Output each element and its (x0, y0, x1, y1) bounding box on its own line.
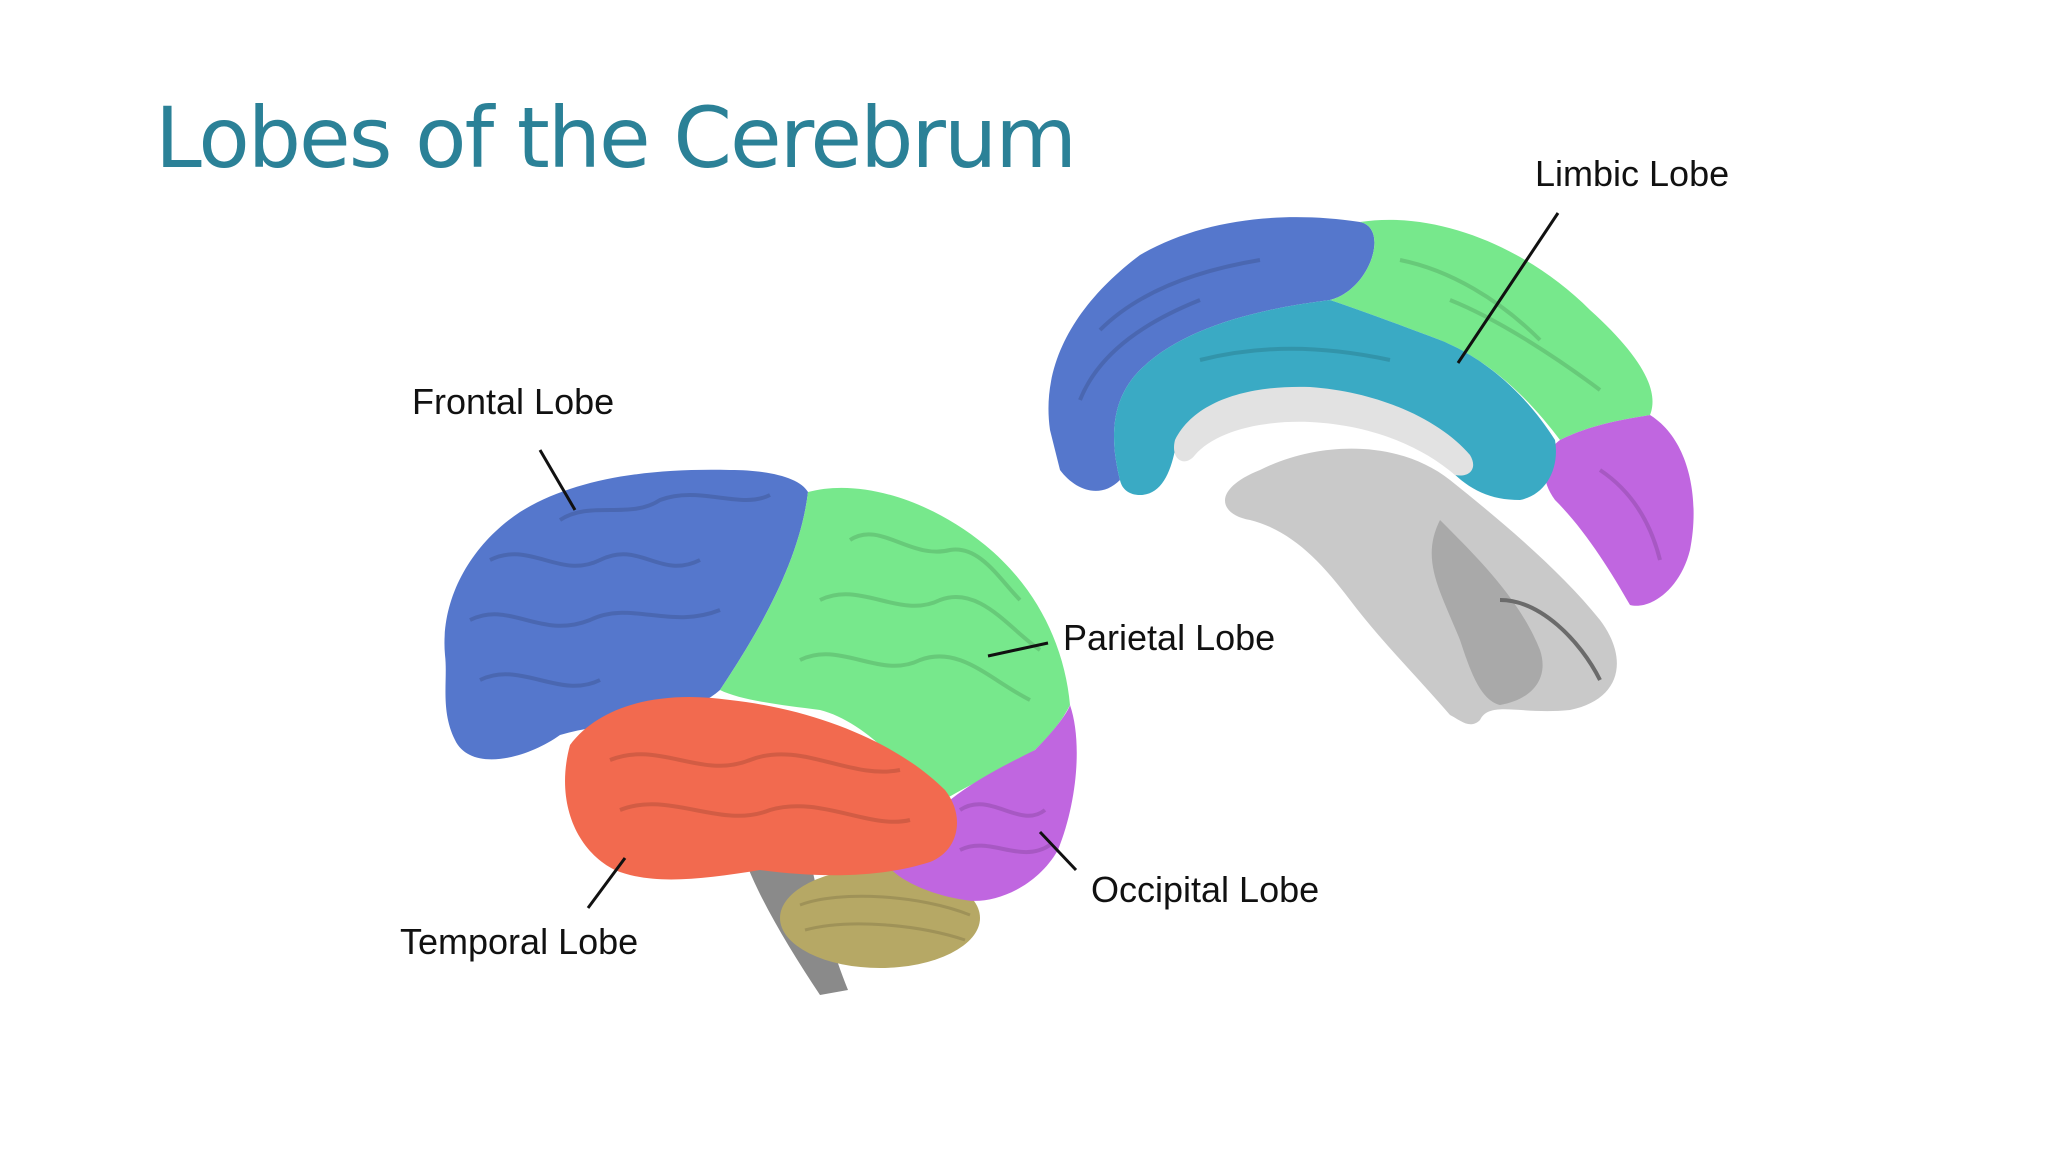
medial-brain-view (1048, 217, 1694, 725)
parietal-lobe-label: Parietal Lobe (1063, 617, 1276, 658)
frontal-lobe-label: Frontal Lobe (412, 381, 615, 422)
medial-gyri-texture (1078, 258, 1662, 561)
medial-parietal-region (1330, 219, 1653, 440)
temporal-lobe-region (565, 697, 957, 880)
corpus-callosum (1174, 386, 1474, 476)
leader-parietal (987, 641, 1049, 658)
leader-temporal (586, 857, 627, 909)
lateral-brain-view (444, 469, 1077, 995)
slide-title: Lobes of the Cerebrum (155, 89, 1077, 187)
leader-frontal (538, 449, 577, 511)
leader-limbic (1456, 212, 1560, 364)
occipital-lobe-label: Occipital Lobe (1091, 869, 1320, 910)
frontal-lobe-region (444, 469, 808, 760)
medial-frontal-region (1048, 217, 1375, 491)
leader-occipital (1038, 830, 1078, 872)
medial-occipital-region (1544, 415, 1694, 606)
leader-lines (538, 212, 1560, 909)
limbic-lobe-label: Limbic Lobe (1535, 153, 1730, 194)
parietal-lobe-region (720, 487, 1070, 805)
cerebellum (780, 868, 980, 968)
temporal-lobe-label: Temporal Lobe (400, 921, 639, 962)
gyri-texture (469, 493, 1052, 855)
